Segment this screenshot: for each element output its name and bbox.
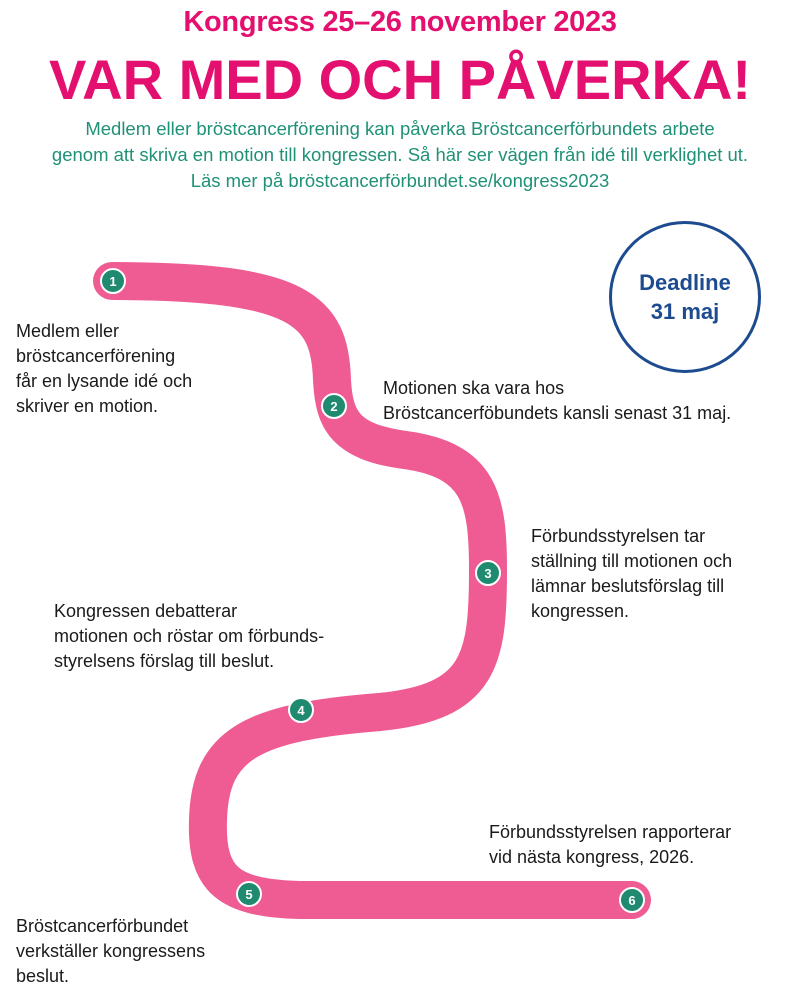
step-text-2: Motionen ska vara hos Bröstcancerföbunde… (383, 376, 731, 426)
intro-line-3: Läs mer på bröstcancerförbundet.se/kongr… (190, 170, 610, 191)
step-marker-6: 6 (619, 887, 645, 913)
deadline-label: Deadline (639, 270, 731, 295)
step-text-3: Förbundsstyrelsen tar ställning till mot… (531, 524, 732, 624)
deadline-badge: Deadline 31 maj (609, 221, 761, 373)
step-1-line: skriver en motion. (16, 396, 159, 416)
step-2-line: Motionen ska vara hos (383, 378, 565, 398)
step-4-line: styrelsens förslag till beslut. (54, 651, 275, 671)
intro-line-2: genom att skriva en motion till kongress… (51, 144, 749, 165)
step-marker-2: 2 (321, 393, 347, 419)
step-4-line: motionen och röstar om förbunds- (54, 626, 325, 646)
step-5-line: Bröstcancerförbundet (16, 916, 189, 936)
step-1-line: Medlem eller (16, 321, 120, 341)
step-6-line: Förbundsstyrelsen rapporterar (489, 822, 732, 842)
step-5-line: verkställer kongressens (16, 941, 206, 961)
intro-text: Medlem eller bröstcancerförening kan påv… (0, 116, 800, 194)
step-text-4: Kongressen debatterar motionen och rösta… (54, 599, 324, 674)
step-6-line: vid nästa kongress, 2026. (489, 847, 695, 867)
step-marker-3: 3 (475, 560, 501, 586)
step-1-line: bröstcancerförening (16, 346, 176, 366)
step-3-line: kongressen. (531, 601, 630, 621)
step-marker-5: 5 (236, 881, 262, 907)
step-3-line: Förbundsstyrelsen tar (531, 526, 706, 546)
intro-line-1: Medlem eller bröstcancerförening kan påv… (85, 118, 715, 139)
step-4-line: Kongressen debatterar (54, 601, 238, 621)
step-1-line: får en lysande idé och (16, 371, 193, 391)
page-title: VAR MED OCH PÅVERKA! (48, 48, 752, 111)
step-3-line: lämnar beslutsförslag till (531, 576, 725, 596)
step-text-5: Bröstcancerförbundet verkställer kongres… (16, 914, 205, 989)
step-marker-1: 1 (100, 268, 126, 294)
step-2-line: Bröstcancerföbundets kansli senast 31 ma… (383, 403, 732, 423)
step-text-1: Medlem eller bröstcancerförening får en … (16, 319, 192, 419)
deadline-date: 31 maj (650, 299, 720, 324)
step-text-6: Förbundsstyrelsen rapporterar vid nästa … (489, 820, 731, 870)
step-marker-4: 4 (288, 697, 314, 723)
step-3-line: ställning till motionen och (531, 551, 733, 571)
step-5-line: beslut. (16, 966, 70, 986)
event-date-heading: Kongress 25–26 november 2023 (183, 6, 617, 38)
